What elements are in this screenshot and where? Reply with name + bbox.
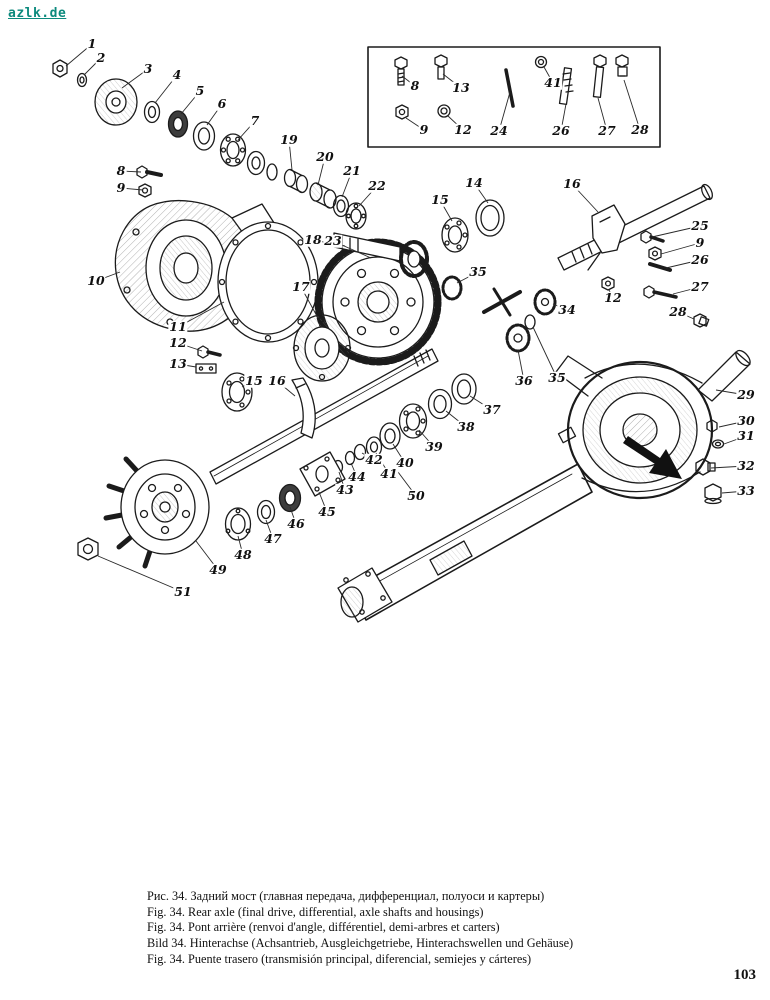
differential-parts-group (292, 199, 557, 382)
leader-line (532, 326, 558, 379)
part-label-16: 16 (562, 175, 582, 191)
page-number: 103 (733, 967, 757, 983)
left-fasteners-group (136, 165, 163, 198)
part-label-15: 15 (244, 372, 264, 388)
diagram-drawing (52, 46, 751, 623)
caption-line-es: Fig. 34. Puente trasero (transmisión pri… (147, 951, 532, 966)
part-label-6: 6 (216, 95, 228, 111)
part-label-16: 16 (267, 372, 287, 388)
part-label-41: 41 (379, 465, 399, 481)
part-label-8: 8 (409, 77, 421, 93)
part-label-14: 14 (464, 174, 484, 190)
part-label-47: 47 (263, 530, 283, 546)
part-label-24: 24 (489, 122, 509, 138)
hub-flange-shape (103, 456, 210, 569)
part-label-33: 33 (736, 482, 756, 498)
part-label-28: 28 (668, 303, 688, 319)
part-label-9: 9 (418, 121, 430, 137)
caption-line-ru: Рис. 34. Задний мост (главная передача, … (147, 889, 545, 903)
leader-line (97, 555, 184, 593)
leader-line (498, 91, 511, 132)
part-label-49: 49 (208, 561, 228, 577)
bearing-seal-chain-group (224, 373, 477, 541)
direction-arrow (623, 436, 682, 479)
part-label-15: 15 (430, 191, 450, 207)
part-label-12: 12 (453, 121, 473, 137)
part-label-26: 26 (551, 122, 571, 138)
lower-bearing-group (195, 345, 316, 439)
part-label-7: 7 (249, 112, 261, 128)
part-label-34: 34 (557, 301, 577, 317)
part-label-13: 13 (168, 355, 188, 371)
part-label-32: 32 (736, 457, 756, 473)
part-label-42: 42 (364, 451, 384, 467)
part-label-26: 26 (690, 251, 710, 267)
part-label-38: 38 (456, 418, 476, 434)
part-label-9: 9 (115, 179, 127, 195)
part-label-25: 25 (690, 217, 710, 233)
part-label-35: 35 (547, 369, 567, 385)
part-label-20: 20 (315, 148, 335, 164)
caption-line-de: Bild 34. Hinterachse (Achsantrieb, Ausgl… (147, 936, 574, 951)
part-label-5: 5 (194, 82, 206, 98)
part-label-30: 30 (736, 412, 756, 428)
part-label-8: 8 (115, 162, 127, 178)
part-label-44: 44 (347, 468, 367, 484)
part-label-35: 35 (468, 263, 488, 279)
part-label-21: 21 (342, 162, 362, 178)
part-label-17: 17 (291, 278, 311, 294)
part-label-11: 11 (168, 318, 188, 334)
pinion-chain-group (52, 59, 367, 230)
part-label-1: 1 (86, 35, 98, 51)
part-label-12: 12 (168, 334, 188, 350)
part-label-22: 22 (367, 177, 387, 193)
part-label-51: 51 (173, 583, 193, 599)
part-label-13: 13 (451, 79, 471, 95)
part-label-37: 37 (482, 401, 502, 417)
watermark-link[interactable]: azlk.de (8, 6, 67, 21)
part-label-41: 41 (543, 74, 563, 90)
part-label-18: 18 (303, 231, 323, 247)
part-label-50: 50 (406, 487, 426, 503)
part-label-27: 27 (597, 122, 617, 138)
caption-line-en: Fig. 34. Rear axle (final drive, differe… (147, 904, 484, 919)
part-label-46: 46 (286, 515, 306, 531)
part-label-27: 27 (690, 278, 710, 294)
leader-line (660, 242, 701, 255)
part-label-36: 36 (514, 372, 534, 388)
caption-line-fr: Fig. 34. Pont arrière (renvoi d'angle, d… (147, 920, 500, 935)
right-fasteners-group (601, 230, 710, 328)
leader-line (623, 79, 641, 131)
part-label-48: 48 (233, 546, 253, 562)
part-label-19: 19 (279, 131, 299, 147)
carrier-housing-shape (114, 200, 277, 332)
part-label-3: 3 (142, 60, 154, 76)
breather-rod-group (557, 183, 714, 271)
part-label-2: 2 (95, 49, 107, 65)
caption-block: Рис. 34. Задний мост (главная передача, … (147, 889, 707, 968)
part-label-45: 45 (317, 503, 337, 519)
part-label-39: 39 (424, 438, 444, 454)
fastener-box-group (367, 46, 661, 148)
part-label-29: 29 (736, 386, 756, 402)
axle-shaft-shape (209, 348, 439, 485)
part-label-9: 9 (694, 234, 706, 250)
part-label-43: 43 (335, 481, 355, 497)
part-label-28: 28 (630, 121, 650, 137)
part-label-23: 23 (323, 232, 343, 248)
flange-nut-shape (77, 537, 99, 561)
part-label-31: 31 (736, 427, 756, 443)
part-label-4: 4 (171, 66, 183, 82)
plugs-group (623, 419, 725, 505)
part-label-10: 10 (86, 272, 106, 288)
part-label-12: 12 (603, 289, 623, 305)
part-label-40: 40 (395, 454, 415, 470)
axle-housing-shape (337, 349, 751, 623)
